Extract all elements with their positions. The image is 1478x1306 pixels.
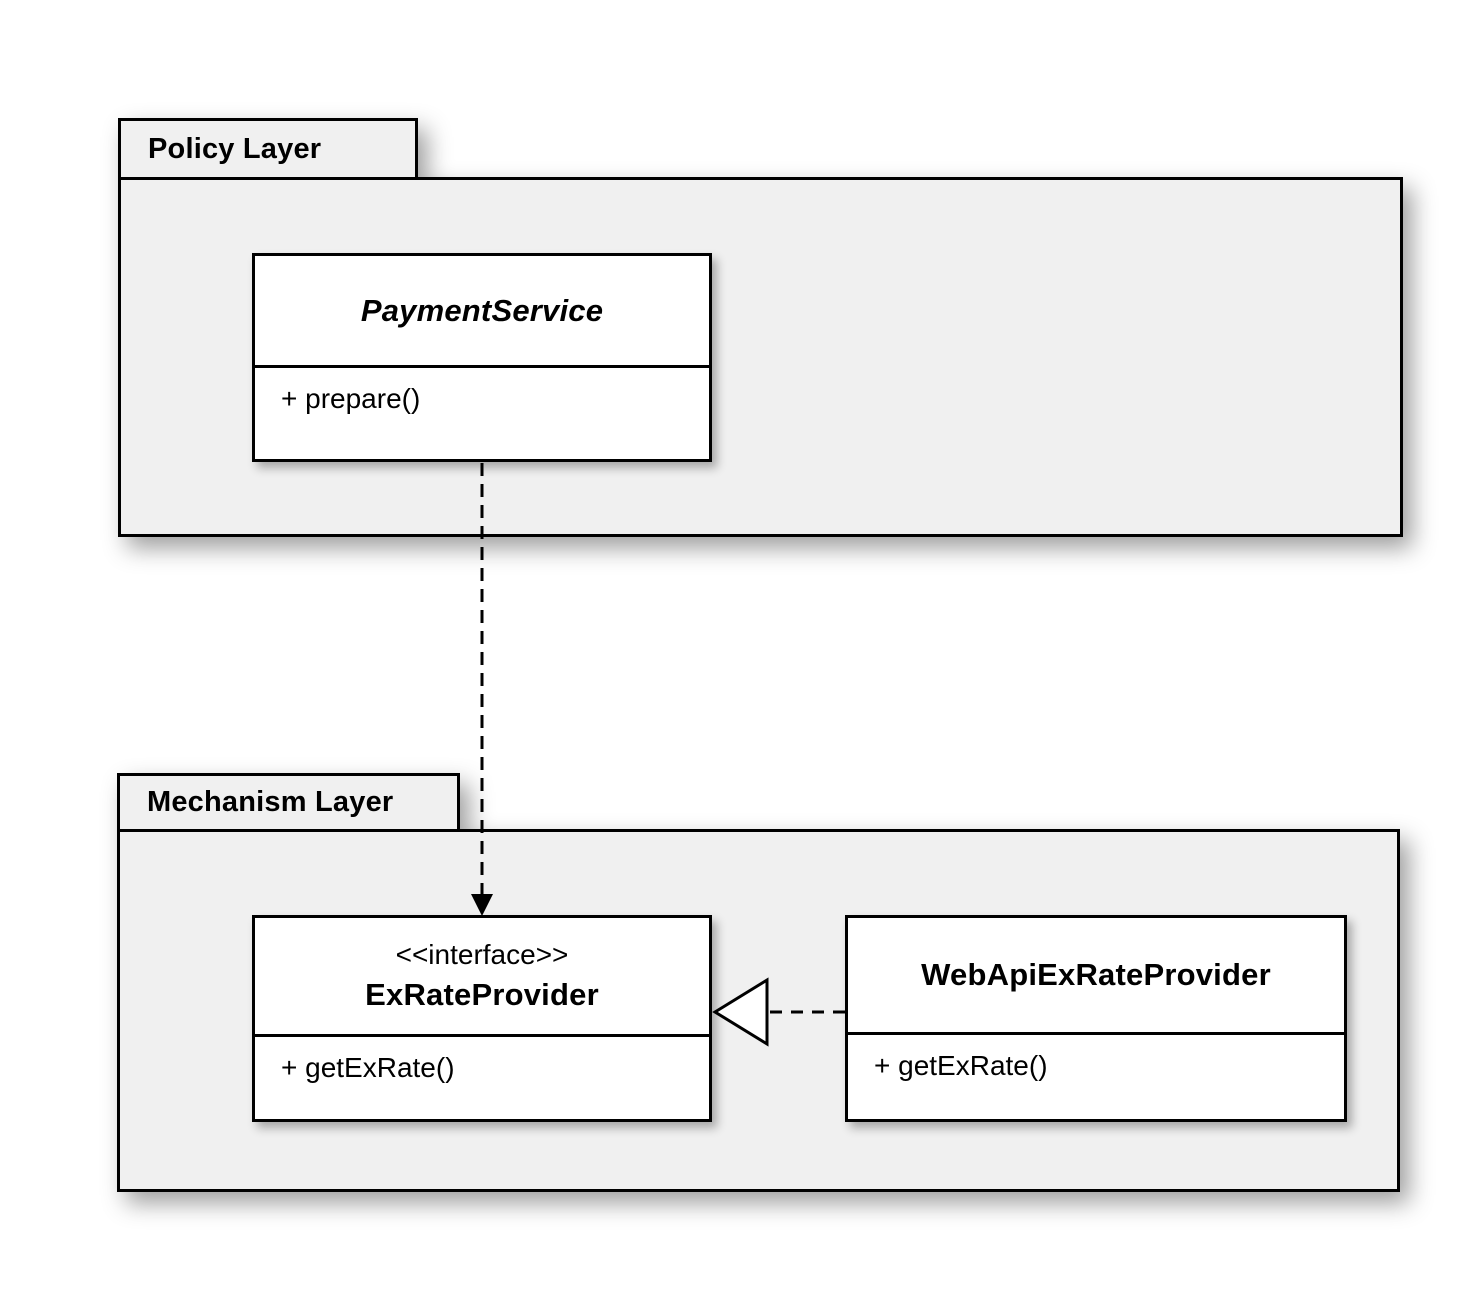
class-ex-rate-provider-name: ExRateProvider [365,976,599,1012]
package-policy-layer-label: Policy Layer [148,132,322,165]
class-payment-service-methods: + prepare() [255,368,709,459]
class-web-api-ex-rate-provider-methods: + getExRate() [848,1035,1344,1119]
method-get-ex-rate-interface: + getExRate() [281,1052,455,1083]
package-policy-layer-tab: Policy Layer [118,118,418,180]
class-payment-service-title: PaymentService [255,256,709,368]
class-web-api-ex-rate-provider-name: WebApiExRateProvider [921,957,1271,993]
package-mechanism-layer-tab: Mechanism Layer [117,773,460,832]
class-payment-service: PaymentService + prepare() [252,253,712,462]
class-ex-rate-provider: <<interface>> ExRateProvider + getExRate… [252,915,712,1122]
class-ex-rate-provider-stereotype: <<interface>> [395,939,569,971]
class-web-api-ex-rate-provider: WebApiExRateProvider + getExRate() [845,915,1347,1122]
method-get-ex-rate-impl: + getExRate() [874,1050,1048,1081]
class-ex-rate-provider-title: <<interface>> ExRateProvider [255,918,709,1037]
class-payment-service-name: PaymentService [360,292,604,328]
method-prepare: + prepare() [281,383,421,414]
class-ex-rate-provider-methods: + getExRate() [255,1037,709,1119]
package-mechanism-layer-label: Mechanism Layer [147,786,394,818]
class-web-api-ex-rate-provider-title: WebApiExRateProvider [848,918,1344,1035]
